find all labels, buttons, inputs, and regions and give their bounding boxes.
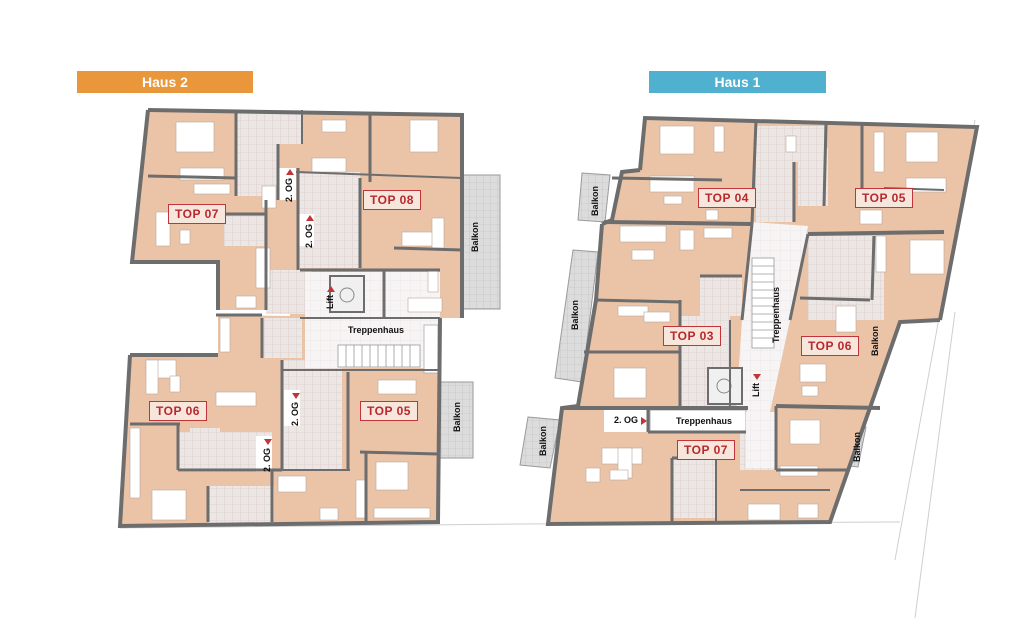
haus2-unit-top07: TOP 07 [168,204,226,224]
haus2-og-label-1: 2. OG [284,168,294,202]
haus2-banner: Haus 2 [77,71,253,93]
haus1-unit-top03: TOP 03 [663,326,721,346]
haus1-balkon-label-1: Balkon [590,185,601,217]
arrow-icon [326,286,335,292]
haus1-lift-text: Lift [751,383,761,397]
haus1-balkon-label-3: Balkon [538,425,549,457]
arrow-icon [285,168,294,175]
arrow-icon [752,374,761,380]
haus2-lift-label: Lift [325,285,335,309]
haus2-title: Haus 2 [142,74,188,90]
haus1-banner: Haus 1 [649,71,826,93]
haus2-balkon-label-lower: Balkon [452,401,463,433]
arrow-icon [263,438,272,445]
haus2-lift-text: Lift [325,295,335,309]
haus2-unit-top06: TOP 06 [149,401,207,421]
arrow-icon [291,392,300,399]
og-text: 2. OG [290,401,301,427]
haus2-plan [117,108,521,529]
haus1-og-label: 2. OG [614,415,648,425]
haus2-og-label-3: 2. OG [290,392,300,426]
og-text: 2. OG [284,177,295,203]
haus1-unit-top07: TOP 07 [677,440,735,460]
haus1-lift-label: Lift [751,373,761,397]
haus1-treppenhaus-horizontal-label: Treppenhaus [676,416,733,426]
arrow-icon [305,214,314,221]
og-text: 2. OG [304,223,315,249]
og-text: 2. OG [614,415,639,425]
haus2-unit-top08: TOP 08 [363,190,421,210]
haus1-unit-top04: TOP 04 [698,188,756,208]
arrow-icon [641,416,648,425]
haus1-plan [519,115,980,619]
haus1-unit-top05: TOP 05 [855,188,913,208]
haus2-unit-top05: TOP 05 [360,401,418,421]
haus1-title: Haus 1 [714,74,761,90]
haus1-unit-top06: TOP 06 [801,336,859,356]
haus2-treppenhaus-label: Treppenhaus [348,325,405,335]
haus2-og-label-4: 2. OG [262,438,272,472]
haus1-balkon-label-2: Balkon [570,299,581,331]
haus2-og-label-2: 2. OG [304,214,314,248]
haus2-balkon-label-upper: Balkon [470,221,481,253]
haus1-balkon-label-5: Balkon [852,431,863,463]
haus1-treppenhaus-vertical-label: Treppenhaus [771,286,782,344]
og-text: 2. OG [262,447,273,473]
haus1-balkon-label-4: Balkon [870,325,881,357]
